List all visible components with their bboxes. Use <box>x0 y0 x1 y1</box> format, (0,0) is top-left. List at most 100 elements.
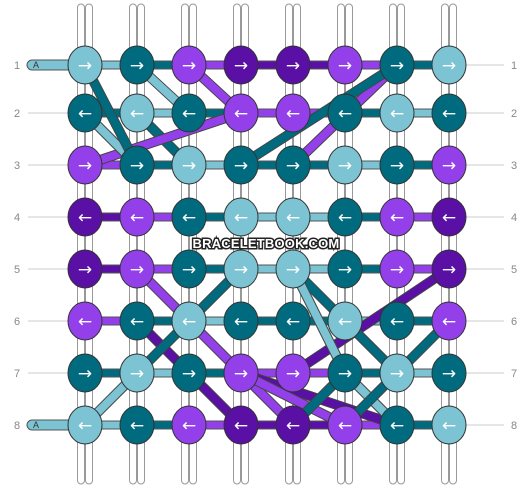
knot[interactable]: → <box>275 353 311 393</box>
knot[interactable]: ← <box>119 301 155 341</box>
knot[interactable]: ← <box>171 405 207 445</box>
knot[interactable]: ← <box>379 405 415 445</box>
knot[interactable]: → <box>431 145 467 185</box>
knot-oval <box>171 301 207 341</box>
knot[interactable]: ← <box>171 301 207 341</box>
arrow-right-icon: → <box>286 260 300 280</box>
knot-oval <box>223 145 259 185</box>
arrow-left-icon: ← <box>286 208 300 228</box>
knot[interactable]: → <box>327 353 363 393</box>
knot-oval <box>327 197 363 237</box>
arrow-left-icon: ← <box>442 312 456 332</box>
arrow-right-icon: → <box>130 156 144 176</box>
knot[interactable]: ← <box>223 197 259 237</box>
knot-oval <box>327 405 363 445</box>
knot-oval <box>379 93 415 133</box>
knot[interactable]: → <box>67 45 103 85</box>
knot[interactable]: → <box>223 45 259 85</box>
arrow-left-icon: ← <box>182 312 196 332</box>
knot[interactable]: ← <box>379 301 415 341</box>
knot[interactable]: → <box>119 145 155 185</box>
knot[interactable]: ← <box>275 197 311 237</box>
knot[interactable]: → <box>171 353 207 393</box>
knot[interactable]: → <box>275 249 311 289</box>
arrow-right-icon: → <box>234 56 248 76</box>
knot[interactable]: → <box>171 45 207 85</box>
arrow-left-icon: ← <box>182 208 196 228</box>
knot-oval <box>223 93 259 133</box>
knot[interactable]: ← <box>223 405 259 445</box>
knot[interactable]: → <box>67 145 103 185</box>
knot[interactable]: → <box>327 145 363 185</box>
knot[interactable]: ← <box>379 93 415 133</box>
knot[interactable]: → <box>171 145 207 185</box>
knot[interactable]: ← <box>67 301 103 341</box>
knot[interactable]: → <box>431 353 467 393</box>
knot[interactable]: → <box>119 45 155 85</box>
knot[interactable]: → <box>223 353 259 393</box>
knot[interactable]: → <box>171 249 207 289</box>
knot[interactable]: → <box>379 145 415 185</box>
knot[interactable]: → <box>379 353 415 393</box>
knot-oval <box>327 45 363 85</box>
knot[interactable]: → <box>275 45 311 85</box>
knot[interactable]: ← <box>67 197 103 237</box>
knot[interactable]: → <box>379 249 415 289</box>
knot-oval <box>431 405 467 445</box>
knot[interactable]: ← <box>171 197 207 237</box>
knot-oval <box>275 301 311 341</box>
knot-oval <box>67 45 103 85</box>
knot[interactable]: → <box>223 145 259 185</box>
arrow-right-icon: → <box>234 260 248 280</box>
arrow-left-icon: ← <box>78 416 92 436</box>
knot[interactable]: ← <box>327 93 363 133</box>
knot[interactable]: ← <box>223 93 259 133</box>
knot[interactable]: → <box>327 249 363 289</box>
knot[interactable]: ← <box>119 197 155 237</box>
knot[interactable]: ← <box>119 93 155 133</box>
knot[interactable]: ← <box>171 93 207 133</box>
knot-oval <box>119 405 155 445</box>
arrow-right-icon: → <box>442 156 456 176</box>
knot[interactable]: → <box>275 145 311 185</box>
knot-oval <box>275 197 311 237</box>
knot[interactable]: → <box>431 45 467 85</box>
knot-oval <box>67 93 103 133</box>
knot[interactable]: ← <box>67 93 103 133</box>
knot[interactable]: → <box>67 249 103 289</box>
knot[interactable]: ← <box>431 93 467 133</box>
knot[interactable]: ← <box>223 301 259 341</box>
watermark: BRACELETBOOK.COM <box>193 236 340 251</box>
arrow-left-icon: ← <box>338 208 352 228</box>
knot-oval <box>275 93 311 133</box>
knot-oval <box>119 45 155 85</box>
knot[interactable]: ← <box>119 405 155 445</box>
knot[interactable]: ← <box>327 301 363 341</box>
knot[interactable]: → <box>431 249 467 289</box>
arrow-left-icon: ← <box>234 208 248 228</box>
knot-oval <box>171 249 207 289</box>
knot[interactable]: ← <box>431 301 467 341</box>
knot[interactable]: ← <box>379 197 415 237</box>
diagonal-strand <box>239 369 347 429</box>
knot[interactable]: ← <box>327 197 363 237</box>
knot[interactable]: → <box>327 45 363 85</box>
row-label-left: 4 <box>14 212 20 224</box>
knot[interactable]: → <box>119 353 155 393</box>
knot-oval <box>223 249 259 289</box>
knot[interactable]: ← <box>327 405 363 445</box>
knot[interactable]: ← <box>275 301 311 341</box>
knot[interactable]: → <box>379 45 415 85</box>
knot[interactable]: ← <box>431 405 467 445</box>
knot[interactable]: → <box>119 249 155 289</box>
knot[interactable]: ← <box>67 405 103 445</box>
knot[interactable]: → <box>67 353 103 393</box>
knot-oval <box>379 405 415 445</box>
knot[interactable]: ← <box>275 405 311 445</box>
knot[interactable]: ← <box>431 197 467 237</box>
knot[interactable]: ← <box>275 93 311 133</box>
arrow-right-icon: → <box>78 364 92 384</box>
knot[interactable]: → <box>223 249 259 289</box>
knot-oval <box>327 93 363 133</box>
arrow-left-icon: ← <box>338 104 352 124</box>
